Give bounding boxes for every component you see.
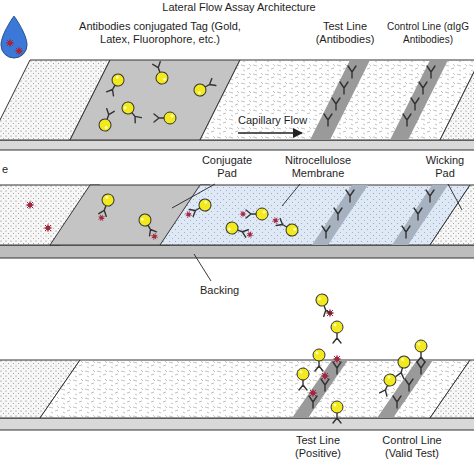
conjugate bbox=[151, 61, 170, 86]
conjugate bbox=[297, 368, 309, 390]
antibody bbox=[324, 114, 332, 126]
bound-conjugate bbox=[224, 220, 255, 241]
cropped-label: e bbox=[2, 163, 8, 176]
antibody bbox=[414, 208, 422, 220]
test-line-label: Test Line (Antibodies) bbox=[308, 20, 382, 46]
conjugate bbox=[415, 340, 427, 362]
antibody bbox=[322, 226, 330, 238]
leader-line bbox=[172, 184, 215, 208]
part-label: Backing bbox=[200, 284, 239, 297]
control-line bbox=[392, 185, 448, 245]
antibody bbox=[419, 82, 427, 94]
antibody bbox=[403, 114, 411, 126]
control-line bbox=[390, 60, 448, 140]
conjugate bbox=[394, 355, 411, 379]
antibody bbox=[393, 396, 401, 408]
analyte-star bbox=[6, 39, 15, 48]
antibody bbox=[348, 66, 356, 78]
conjugate bbox=[313, 349, 325, 371]
bound-conjugate bbox=[239, 208, 268, 220]
part-label: Nitrocellulose Membrane bbox=[268, 154, 368, 180]
backing bbox=[0, 245, 474, 258]
test-line bbox=[310, 60, 370, 140]
bound-conjugate bbox=[269, 214, 300, 239]
conjugate bbox=[154, 112, 176, 124]
conjugate bbox=[314, 292, 333, 317]
antibody bbox=[346, 190, 354, 202]
tag-label: Antibodies conjugated Tag (Gold, Latex, … bbox=[70, 20, 250, 46]
conjugate bbox=[192, 77, 217, 98]
membrane bbox=[40, 360, 470, 418]
flow-arrow bbox=[238, 132, 302, 134]
strip-front bbox=[0, 140, 474, 150]
leader-line bbox=[448, 184, 462, 210]
antibody bbox=[411, 98, 419, 110]
analyte-star bbox=[15, 47, 24, 56]
flow-label: Capillary Flow bbox=[236, 114, 309, 127]
leader-line bbox=[194, 254, 211, 281]
conjugate bbox=[331, 401, 343, 423]
analyte-star bbox=[26, 201, 35, 210]
figure-title: Lateral Flow Assay Architecture bbox=[2, 1, 474, 14]
test-line bbox=[312, 185, 368, 245]
analyte-star bbox=[44, 224, 53, 233]
result-label: Control Line (Valid Test) bbox=[370, 434, 454, 460]
analyte-star bbox=[321, 372, 330, 381]
antibody bbox=[321, 379, 329, 391]
conjugate bbox=[331, 321, 343, 343]
strip-front bbox=[0, 418, 474, 430]
antibody bbox=[402, 226, 410, 238]
bound-conjugate bbox=[137, 212, 162, 243]
antibody bbox=[332, 98, 340, 110]
leader-line bbox=[282, 184, 300, 206]
conjugate bbox=[105, 72, 126, 97]
antibody bbox=[340, 82, 348, 94]
wicking-pad bbox=[430, 360, 474, 418]
control-line-label: Control Line (αIgG Antibodies) bbox=[384, 20, 472, 46]
control-line bbox=[377, 360, 433, 418]
bound-conjugate bbox=[182, 197, 213, 222]
analyte-star bbox=[333, 355, 342, 364]
membrane bbox=[160, 185, 470, 245]
antibody bbox=[417, 362, 425, 374]
wicking-pad bbox=[440, 60, 474, 140]
part-label: Conjugate Pad bbox=[195, 154, 259, 180]
bound-conjugate bbox=[95, 192, 116, 223]
antibody bbox=[334, 208, 342, 220]
membrane bbox=[200, 60, 474, 140]
antibody bbox=[309, 396, 317, 408]
analyte-star bbox=[309, 389, 318, 398]
part-label: Wicking Pad bbox=[418, 154, 472, 180]
result-label: Test Line (Positive) bbox=[282, 434, 354, 460]
conjugate bbox=[120, 100, 143, 125]
antibody bbox=[333, 362, 341, 374]
antibody bbox=[405, 379, 413, 391]
sample-droplet bbox=[1, 16, 27, 58]
conjugate bbox=[97, 108, 116, 133]
antibody bbox=[426, 190, 434, 202]
conjugate bbox=[378, 372, 398, 397]
antibody bbox=[427, 66, 435, 78]
